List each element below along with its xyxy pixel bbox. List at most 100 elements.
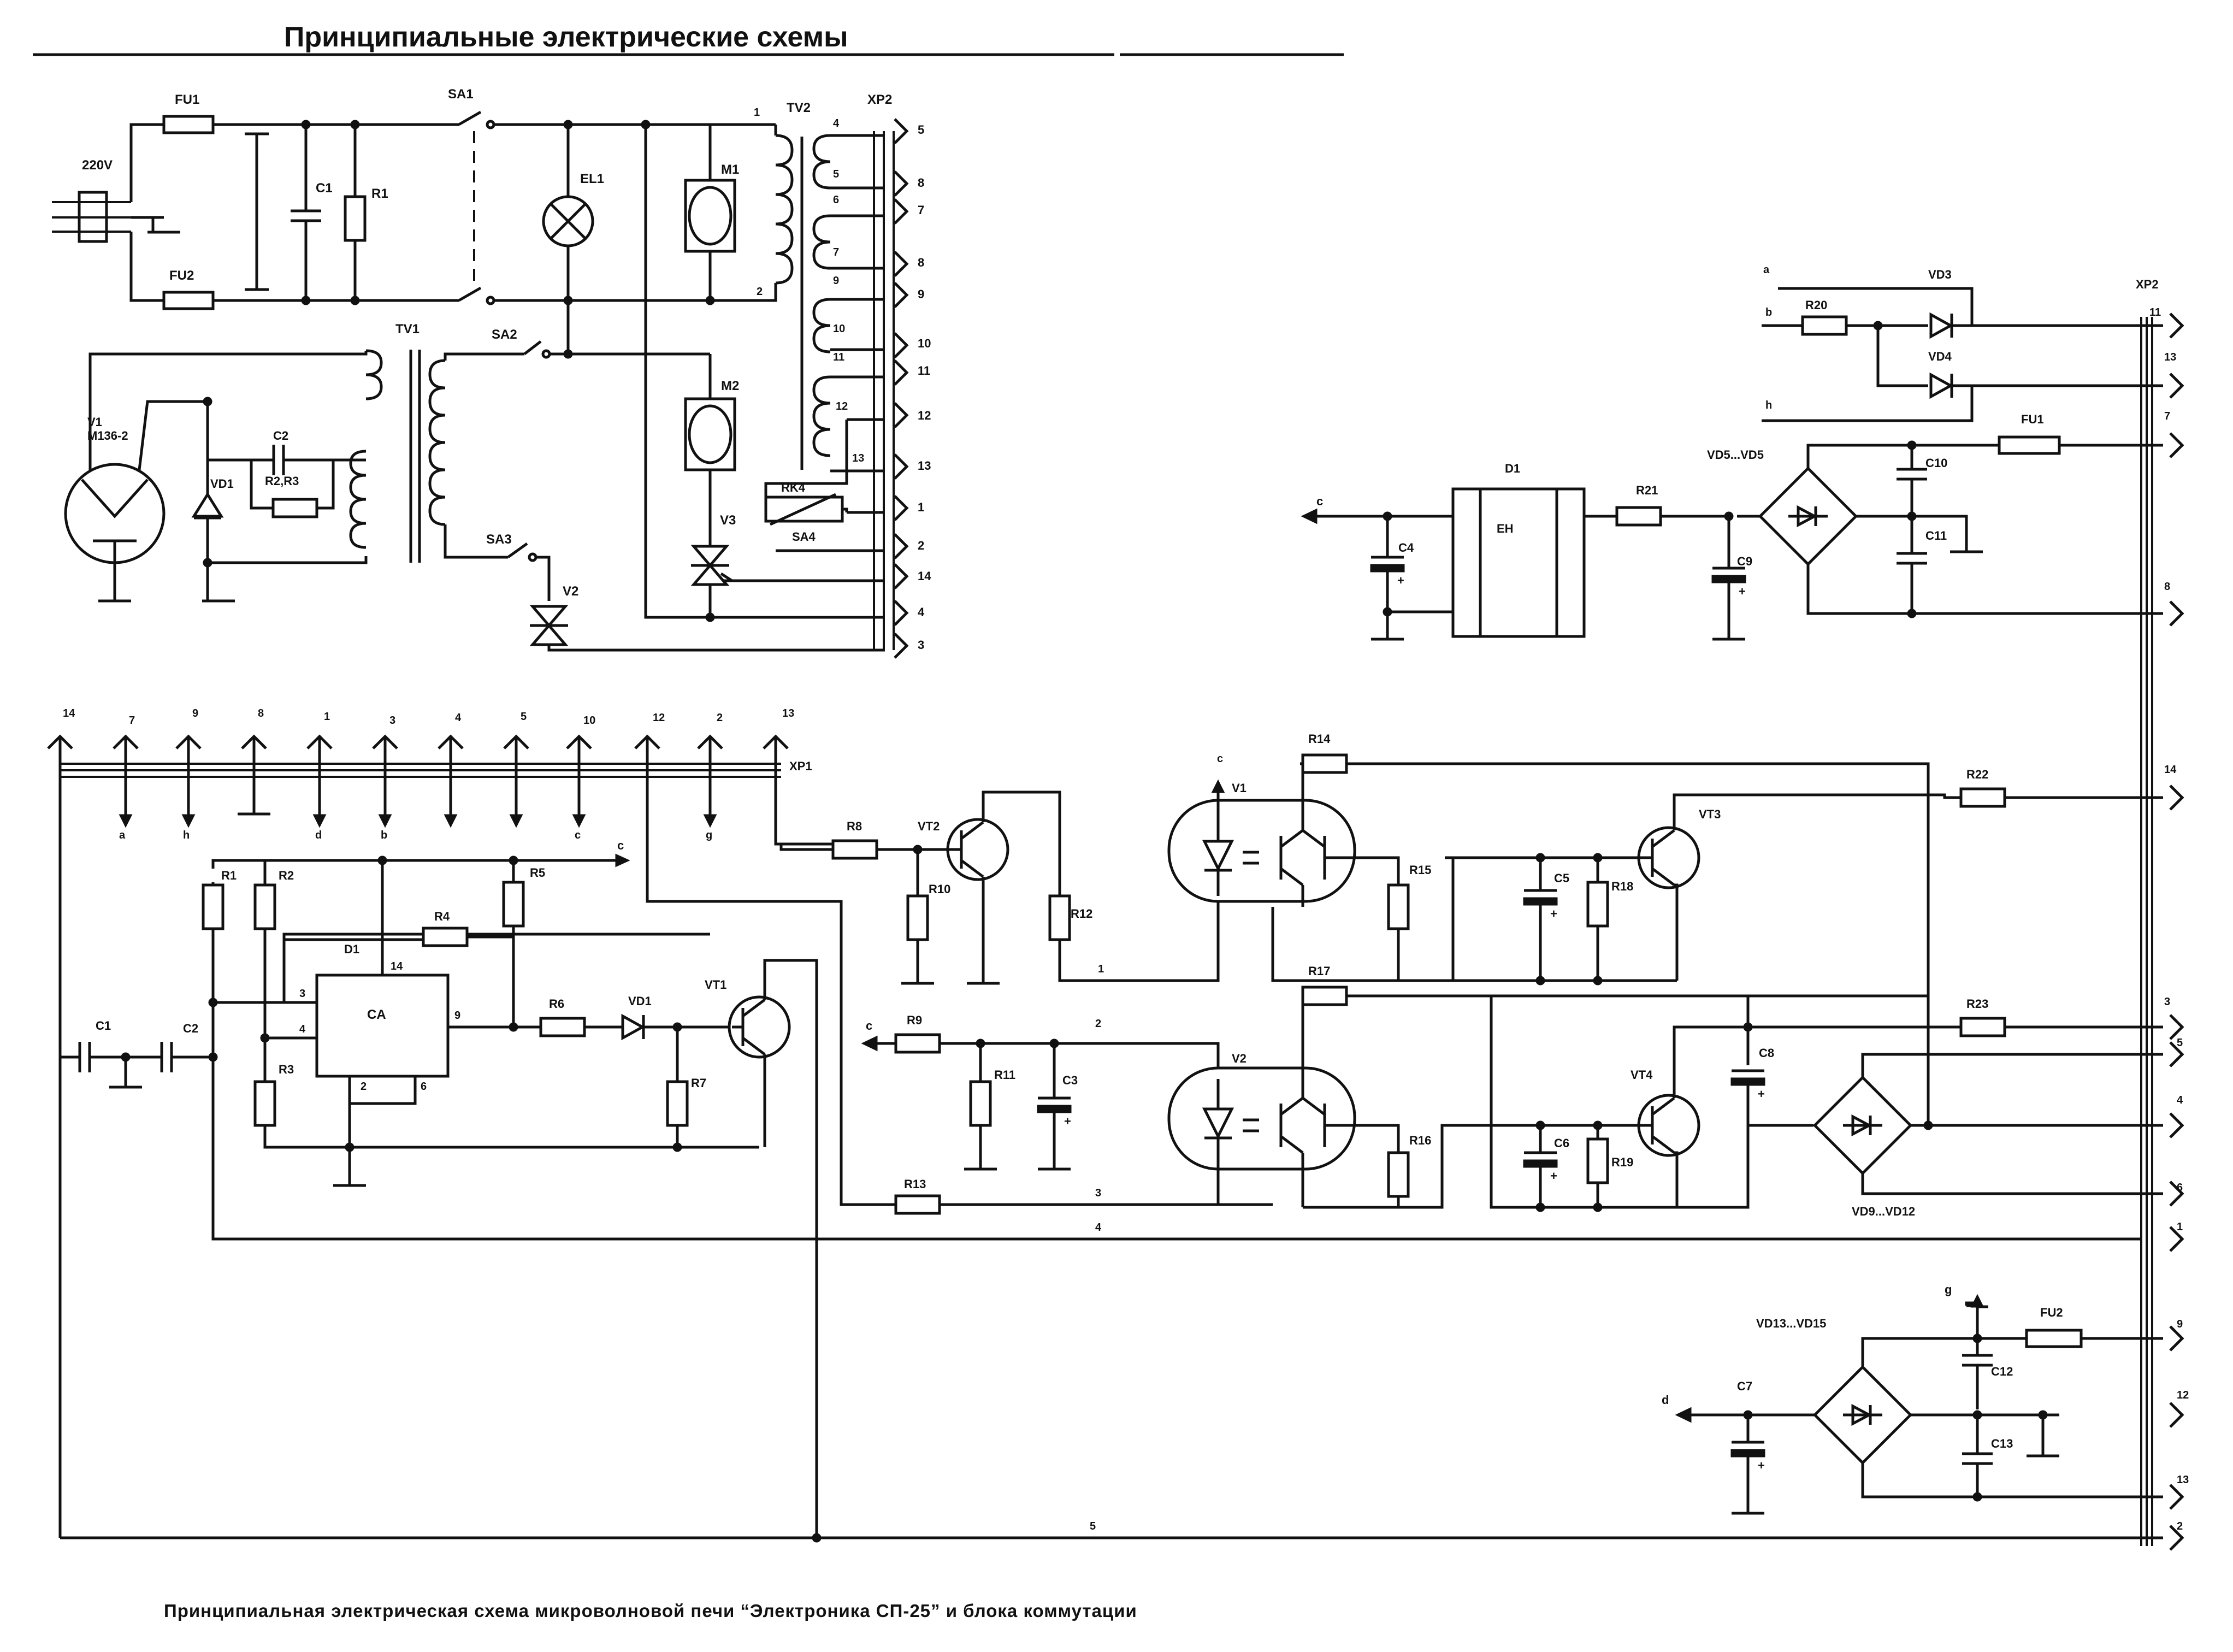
v3-label: V3 bbox=[720, 513, 736, 528]
v1-c-label: c bbox=[1217, 753, 1223, 765]
capacitor-c2 bbox=[274, 445, 283, 475]
tv2-tap-2: 2 bbox=[757, 286, 763, 298]
net-1: 1 bbox=[1098, 963, 1104, 975]
el1-label: EL1 bbox=[580, 172, 604, 186]
m1-label: M1 bbox=[721, 162, 739, 177]
resistor-r12 bbox=[1050, 896, 1070, 940]
r21-label: R21 bbox=[1636, 483, 1658, 497]
resistor-r18 bbox=[1588, 882, 1608, 926]
tv1-secondary-winding bbox=[428, 359, 446, 526]
svg-text:14: 14 bbox=[918, 569, 931, 583]
chip-pin-2: 2 bbox=[361, 1081, 367, 1093]
svg-text:9: 9 bbox=[918, 287, 924, 301]
resistor-r6-ctl bbox=[541, 1018, 584, 1036]
xp1-sub-b: b bbox=[381, 829, 387, 841]
vt1-label: VT1 bbox=[705, 978, 726, 992]
svg-text:4: 4 bbox=[918, 605, 925, 619]
svg-text:4: 4 bbox=[455, 712, 462, 724]
xp1-sub-c: c bbox=[575, 829, 581, 841]
r7-label: R7 bbox=[691, 1076, 706, 1090]
resistor-r2-r3 bbox=[273, 499, 317, 517]
vd3-label: VD3 bbox=[1928, 268, 1952, 281]
tv1-label: TV1 bbox=[395, 322, 420, 337]
optocoupler-v1 bbox=[1167, 799, 1356, 903]
r1-label: R1 bbox=[371, 186, 388, 201]
resistor-r5-ctl bbox=[504, 882, 523, 926]
r1-ctl-label: R1 bbox=[221, 869, 237, 882]
resistor-r20 bbox=[1803, 317, 1846, 334]
svg-text:13: 13 bbox=[782, 707, 794, 719]
control-c-arrow-2: c bbox=[866, 1019, 872, 1032]
resistor-r1 bbox=[345, 197, 365, 240]
m2-label: M2 bbox=[721, 379, 739, 393]
svg-text:3: 3 bbox=[389, 715, 395, 727]
diode-vd4-icon bbox=[1931, 374, 1952, 398]
tv2-tap-7: 7 bbox=[833, 246, 839, 258]
aux-pin-12: 12 bbox=[2177, 1389, 2189, 1401]
capacitor-c12 bbox=[1962, 1355, 1993, 1365]
control-section: XP1 14 7 9 8 1 3 4 5 10 12 2 13 a h d bbox=[48, 707, 2183, 1543]
net-2: 2 bbox=[1095, 1018, 1101, 1030]
net-4: 4 bbox=[1095, 1222, 1102, 1234]
svg-text:12: 12 bbox=[918, 409, 931, 422]
triac-v3-icon bbox=[690, 545, 730, 568]
xp1-pins: 14 7 9 8 1 3 4 5 10 12 2 13 bbox=[48, 707, 794, 748]
resistor-r17 bbox=[1303, 987, 1346, 1005]
svg-text:3: 3 bbox=[918, 638, 924, 652]
aux-out-g: g bbox=[1945, 1283, 1952, 1296]
bridge-vd13-vd15-icon bbox=[1815, 1367, 1910, 1462]
v2-opto-label: V2 bbox=[1232, 1052, 1247, 1065]
triac-v2-icon bbox=[529, 605, 569, 628]
out-pin-5: 5 bbox=[2177, 1037, 2183, 1049]
xp2-pins: 5 8 7 8 9 10 11 12 13 1 2 14 4 bbox=[574, 119, 931, 658]
resistor-r13 bbox=[896, 1196, 940, 1213]
r14-label: R14 bbox=[1308, 732, 1331, 746]
c11-label: C11 bbox=[1925, 529, 1947, 542]
xp2-right-label: XP2 bbox=[2136, 278, 2159, 291]
psu-section: a b h VD3 VD4 R20 VD5...VD5 C10 C11 FU1 bbox=[1301, 264, 2182, 639]
tv2-tap-10: 10 bbox=[833, 323, 845, 335]
svg-text:7: 7 bbox=[918, 203, 924, 217]
r20-label: R20 bbox=[1805, 298, 1827, 312]
chip-pin-14: 14 bbox=[391, 960, 403, 972]
diode-vd1-icon bbox=[191, 492, 224, 518]
resistor-r10 bbox=[908, 896, 928, 940]
net-3: 3 bbox=[1095, 1187, 1101, 1199]
v1-type-label: M136-2 bbox=[87, 429, 128, 442]
out-pin-14: 14 bbox=[2164, 764, 2177, 776]
page-title: Принципиальные электрические схемы bbox=[284, 21, 848, 53]
svg-text:2: 2 bbox=[717, 712, 723, 724]
tv2-tap-4: 4 bbox=[833, 117, 840, 129]
vd13-label: VD13...VD15 bbox=[1756, 1317, 1826, 1330]
r22-label: R22 bbox=[1966, 768, 1988, 781]
fuse-fu2-aux bbox=[2025, 1329, 2083, 1348]
svg-text:5: 5 bbox=[521, 711, 527, 723]
resistor-r23 bbox=[1961, 1018, 2005, 1036]
xp1-sub-a: a bbox=[119, 829, 126, 841]
resistor-r7-ctl bbox=[667, 1082, 687, 1125]
tv2-tap-6: 6 bbox=[833, 194, 839, 206]
resistor-r1-ctl bbox=[203, 885, 223, 929]
vt4-label: VT4 bbox=[1631, 1068, 1653, 1082]
xp2-pin-8: 8 bbox=[2164, 581, 2170, 593]
c10-label: C10 bbox=[1925, 456, 1947, 470]
r15-label: R15 bbox=[1409, 863, 1431, 877]
tv2-tap-11: 11 bbox=[833, 351, 844, 363]
fuse-fu2 bbox=[162, 291, 215, 310]
capacitor-c13 bbox=[1962, 1454, 1993, 1464]
r5-label: R5 bbox=[530, 866, 545, 880]
tv1-primary-winding bbox=[365, 349, 383, 400]
svg-text:11: 11 bbox=[918, 364, 930, 377]
r4-label: R4 bbox=[434, 910, 450, 923]
out-pin-1: 1 bbox=[2177, 1221, 2183, 1233]
psu-out-c: c bbox=[1316, 494, 1323, 508]
timer-d1-ca bbox=[315, 974, 450, 1078]
fu2-aux-label: FU2 bbox=[2040, 1306, 2063, 1319]
capacitor-c11 bbox=[1897, 553, 1927, 563]
d1-label: D1 bbox=[1505, 462, 1520, 475]
xp2-pin-13: 13 bbox=[2164, 351, 2176, 363]
r17-label: R17 bbox=[1308, 964, 1330, 978]
fuse-fu1 bbox=[162, 115, 215, 134]
r16-label: R16 bbox=[1409, 1134, 1431, 1147]
